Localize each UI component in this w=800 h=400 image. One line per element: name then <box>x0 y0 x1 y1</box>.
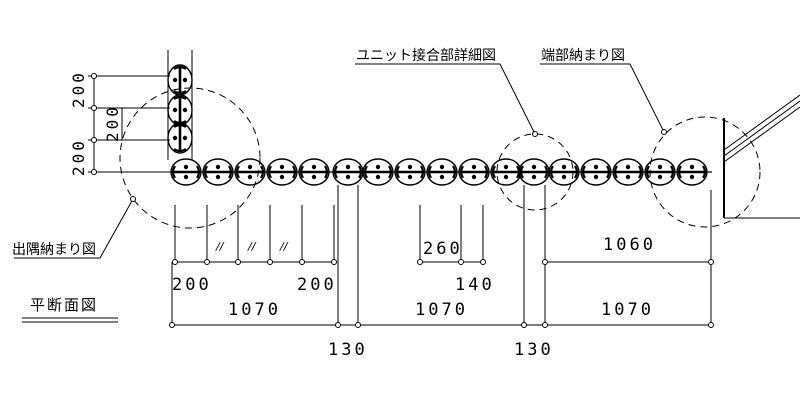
dim-row-1 <box>172 259 714 265</box>
unit-joint-label: ユニット接合部詳細図 <box>356 47 496 64</box>
dim-1070-a: 1070 <box>228 300 281 320</box>
end-detail-label: 端部納まり図 <box>541 48 625 64</box>
repeat-mark-3: // <box>279 240 289 253</box>
detail-circles <box>119 87 761 229</box>
dim-1070-c: 1070 <box>601 300 654 320</box>
dim-130-a: 130 <box>328 340 368 360</box>
extension-lines <box>171 185 712 325</box>
end-detail-leader <box>540 63 665 133</box>
dim-v-top: 200 <box>69 70 88 108</box>
dim-200-right: 200 <box>297 275 337 295</box>
dim-v-inner: 200 <box>103 104 122 142</box>
panel-unit-vertical <box>167 122 193 154</box>
dim-v-bottom: 200 <box>69 138 88 176</box>
end-detail-circle <box>649 116 761 228</box>
unit-joint-leader <box>355 63 536 135</box>
dim-1070-b: 1070 <box>415 300 468 320</box>
dim-140: 140 <box>455 275 495 295</box>
corner-detail-label: 出隅納まり図 <box>12 242 96 258</box>
dim-1060: 1060 <box>603 235 656 255</box>
dim-row-2 <box>169 322 714 328</box>
drawing-title: 平断面図 <box>30 296 98 314</box>
corner-detail-circle <box>119 87 261 229</box>
repeat-mark-1: // <box>215 240 225 253</box>
panel-row <box>170 158 712 186</box>
vertical-dimensions <box>88 73 170 175</box>
dim-130-b: 130 <box>514 340 554 360</box>
corner-detail-leader <box>14 198 134 259</box>
dim-260: 260 <box>423 239 463 259</box>
repeat-mark-2: // <box>247 240 257 253</box>
dim-200-left: 200 <box>172 275 212 295</box>
panel-column <box>167 50 193 160</box>
leaders <box>14 63 667 259</box>
panel-unit-vertical <box>167 94 193 126</box>
end-wall <box>723 94 800 219</box>
title-underline <box>22 317 118 323</box>
joint-detail-circle <box>496 133 574 211</box>
panel-unit-vertical <box>167 64 193 96</box>
